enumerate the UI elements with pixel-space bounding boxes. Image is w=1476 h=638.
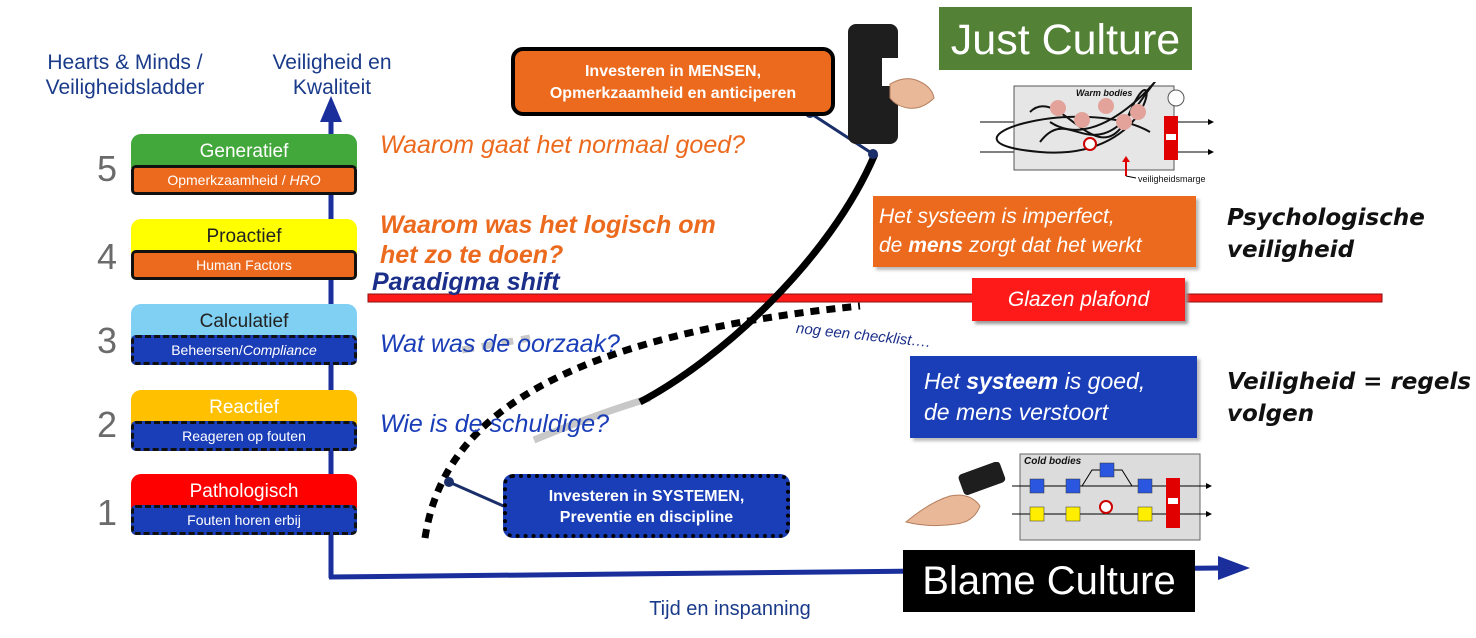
just-culture-title: Just Culture <box>939 7 1192 70</box>
warm-bodies-image: Warm bodies veiligheidsmarge <box>980 82 1214 184</box>
invest-people-line2: Opmerkzaamheid en anticiperen <box>549 85 797 102</box>
imperfect-line2-post: zorgt dat het werkt <box>963 234 1142 257</box>
rules-line2: volgen <box>1227 401 1315 427</box>
handshake-image <box>848 24 935 144</box>
good-system-line2: de mens verstoort <box>924 399 1109 425</box>
level-number-4: 4 <box>96 236 118 277</box>
cold-bodies-image: Cold bodies <box>1012 453 1212 541</box>
good-system-line1-pre: Het <box>924 368 967 394</box>
invest-systems-box: Investeren in SYSTEMEN, Preventie en dis… <box>503 474 790 538</box>
level-3-subtitle-text: Beheersen/ <box>171 342 243 358</box>
good-system-box: Het systeem is goed, de mens verstoort <box>910 356 1197 438</box>
safety-margin-label: veiligheidsmarge <box>1138 174 1206 184</box>
level-number-1: 1 <box>96 492 118 533</box>
people-solid-curve <box>638 152 879 406</box>
psych-line2: veiligheid <box>1227 237 1355 263</box>
level-1-title: Pathologisch <box>131 474 357 508</box>
level-3-subtitle-italic: Compliance <box>242 342 317 358</box>
level-5-subtitle-italic: HRO <box>289 172 321 188</box>
level-3-title: Calculatief <box>131 304 357 338</box>
question-level-4-line1: Waarom was het logisch om <box>380 211 716 239</box>
pointing-hand-image <box>904 462 1006 527</box>
level-number-2: 2 <box>96 404 118 445</box>
imperfect-line2-pre: de <box>879 234 909 257</box>
imperfect-system-box: Het systeem is imperfect, de mens zorgt … <box>873 196 1196 267</box>
y-axis-label-line2: Kwaliteit <box>292 76 372 99</box>
invest-systems-line1: Investeren in SYSTEMEN, <box>548 488 745 505</box>
imperfect-line2-bold: mens <box>908 234 964 257</box>
level-2-reactief: Reactief Reageren op fouten <box>131 390 357 451</box>
ladder-header-line1: Hearts & Minds / <box>47 51 203 74</box>
level-4-proactief: Proactief Human Factors <box>131 219 357 280</box>
question-level-5: Waarom gaat het normaal goed? <box>380 131 746 159</box>
level-4-title: Proactief <box>131 219 357 253</box>
good-system-line1-bold: systeem <box>966 368 1059 394</box>
level-1-pathologisch: Pathologisch Fouten horen erbij <box>131 474 357 535</box>
glass-ceiling-box: Glazen plafond <box>972 278 1185 321</box>
level-number-3: 3 <box>96 320 118 361</box>
blame-culture-title: Blame Culture <box>903 550 1195 612</box>
level-2-title: Reactief <box>131 390 357 424</box>
gray-dash-segment <box>461 334 531 354</box>
rules-line1: Veiligheid = regels <box>1227 369 1472 395</box>
level-number-5: 5 <box>96 148 118 189</box>
psychological-safety-note: Psychologische veiligheid <box>1227 202 1425 266</box>
y-axis-label: Veiligheid en Kwaliteit <box>242 50 422 100</box>
systems-dotted-curve <box>421 302 861 539</box>
imperfect-line1: Het systeem is imperfect, <box>879 205 1115 228</box>
invest-people-line1: Investeren in MENSEN, <box>584 63 762 80</box>
rules-note: Veiligheid = regels volgen <box>1227 366 1471 430</box>
paradigm-shift-label: Paradigma shift <box>372 268 560 296</box>
warm-bodies-label: Warm bodies <box>1076 88 1132 98</box>
question-level-4-line2: het zo te doen? <box>380 241 564 269</box>
cold-bodies-label: Cold bodies <box>1024 456 1082 467</box>
psych-line1: Psychologische <box>1227 205 1425 231</box>
x-axis-label: Tijd en inspanning <box>649 598 811 620</box>
gray-solid-segment <box>532 394 652 444</box>
level-5-generatief: Generatief Opmerkzaamheid / HRO <box>131 134 357 195</box>
y-axis-label-line1: Veiligheid en <box>272 51 392 74</box>
imperfect-line2: de mens zorgt dat het werkt <box>879 231 1196 260</box>
question-level-4: Waarom was het logisch om het zo te doen… <box>380 210 716 270</box>
level-5-title: Generatief <box>131 134 357 168</box>
question-level-2: Wie is de schuldige? <box>380 410 610 438</box>
invest-people-box: Investeren in MENSEN, Opmerkzaamheid en … <box>511 47 835 116</box>
invest-systems-line2: Preventie en discipline <box>559 509 734 526</box>
ladder-header-line2: Veiligheidsladder <box>45 76 205 99</box>
good-system-line1: Het systeem is goed, <box>924 366 1197 397</box>
question-level-3: Wat was de oorzaak? <box>380 330 620 358</box>
level-3-calculatief: Calculatief Beheersen/Compliance <box>131 304 357 365</box>
ladder-header: Hearts & Minds / Veiligheidsladder <box>10 50 240 100</box>
good-system-line1-post: is goed, <box>1058 368 1146 394</box>
level-5-subtitle-text: Opmerkzaamheid / <box>167 172 290 188</box>
glass-ceiling-line <box>367 293 1383 303</box>
